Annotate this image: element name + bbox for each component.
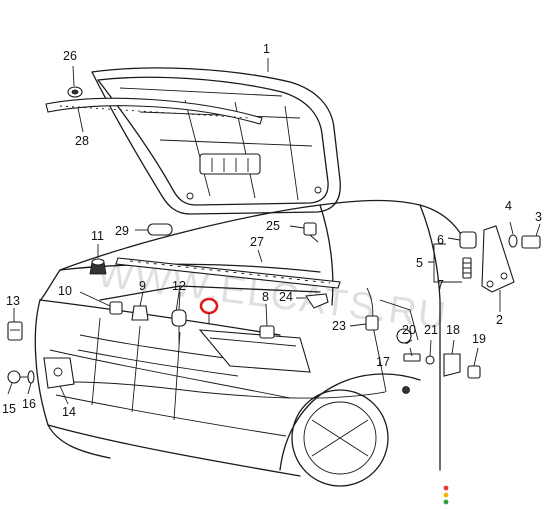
label-6: 6 <box>437 233 444 247</box>
label-4: 4 <box>505 199 512 213</box>
clip-9 <box>131 305 149 321</box>
part-13 <box>7 321 23 341</box>
label-15: 15 <box>2 402 16 416</box>
adjusting-screw-7 <box>462 257 472 279</box>
hood-seal-strip <box>45 97 263 125</box>
washer-4 <box>508 234 518 248</box>
label-11: 11 <box>91 229 104 243</box>
buffer-12 <box>171 309 187 344</box>
part-number-labels: 1 2 3 4 5 6 7 8 9 10 11 12 13 14 15 16 1… <box>2 42 542 419</box>
bolt-3 <box>521 235 541 249</box>
status-dot-red <box>443 485 449 491</box>
label-25: 25 <box>266 219 280 233</box>
leader-lines <box>7 58 541 405</box>
washer-16 <box>27 370 35 384</box>
label-9: 9 <box>139 279 146 293</box>
label-7: 7 <box>437 278 444 292</box>
label-17: 17 <box>376 355 390 369</box>
label-1: 1 <box>263 42 270 56</box>
label-19: 19 <box>472 332 486 346</box>
label-29: 29 <box>115 224 129 238</box>
buffer-6 <box>459 231 477 249</box>
label-14: 14 <box>62 405 76 419</box>
label-12: 12 <box>172 279 186 293</box>
grommet-11 <box>89 258 107 275</box>
label-8: 8 <box>262 290 269 304</box>
label-28: 28 <box>75 134 89 148</box>
clip-25 <box>303 222 319 243</box>
label-2: 2 <box>496 313 503 327</box>
label-18: 18 <box>446 323 460 337</box>
hood-prop-rod <box>115 257 341 289</box>
bolt-15 <box>7 370 30 384</box>
label-13: 13 <box>6 294 20 308</box>
buffer-29 <box>147 223 173 236</box>
part-22 <box>396 328 412 344</box>
holder-10 <box>109 301 123 315</box>
label-5: 5 <box>416 256 423 270</box>
lock-14 <box>43 357 75 389</box>
part-20-21 <box>425 355 435 365</box>
clip-19 <box>467 365 481 379</box>
status-dot-yellow <box>443 492 449 498</box>
label-26: 26 <box>63 49 77 63</box>
hinge-bracket-2 <box>481 225 515 293</box>
bracket-18 <box>443 353 461 377</box>
label-27: 27 <box>250 235 264 249</box>
cable-guide-23 <box>365 315 379 331</box>
hood-panel <box>91 67 341 215</box>
label-24: 24 <box>279 290 293 304</box>
label-16: 16 <box>22 397 36 411</box>
label-20: 20 <box>402 323 416 337</box>
status-dots <box>443 485 449 505</box>
bracket-8 <box>259 325 275 339</box>
label-3: 3 <box>535 210 542 224</box>
clip-26 <box>67 86 83 98</box>
highlight-marker <box>199 297 219 324</box>
screw-17 <box>403 353 421 362</box>
safety-catch-24 <box>305 293 329 309</box>
status-dot-green <box>443 499 449 505</box>
label-23: 23 <box>332 319 346 333</box>
label-10: 10 <box>58 284 72 298</box>
label-21: 21 <box>424 323 438 337</box>
